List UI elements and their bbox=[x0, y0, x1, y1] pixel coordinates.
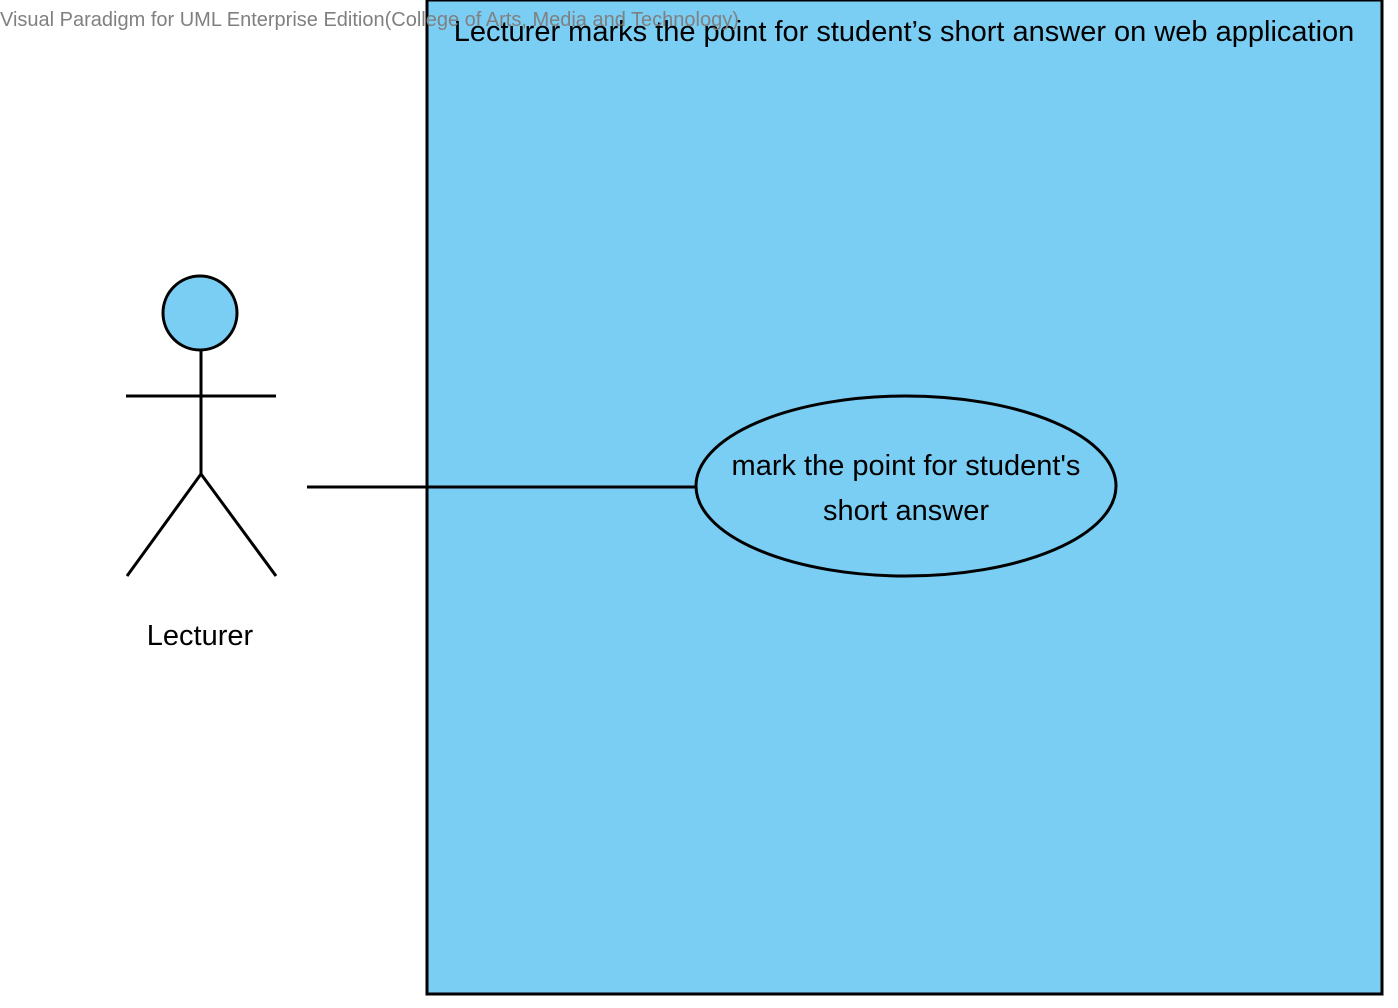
actor-figure[interactable] bbox=[125, 274, 278, 577]
system-title: Lecturer marks the point for student’s s… bbox=[453, 16, 1355, 48]
actor-left-leg bbox=[125, 473, 203, 577]
use-case-label: mark the point for student's short answe… bbox=[731, 450, 1081, 527]
use-case-ellipse[interactable] bbox=[694, 394, 1118, 578]
actor-name-label: Lecturer bbox=[146, 620, 254, 652]
actor-head bbox=[161, 274, 239, 352]
actor-right-leg bbox=[199, 473, 278, 577]
